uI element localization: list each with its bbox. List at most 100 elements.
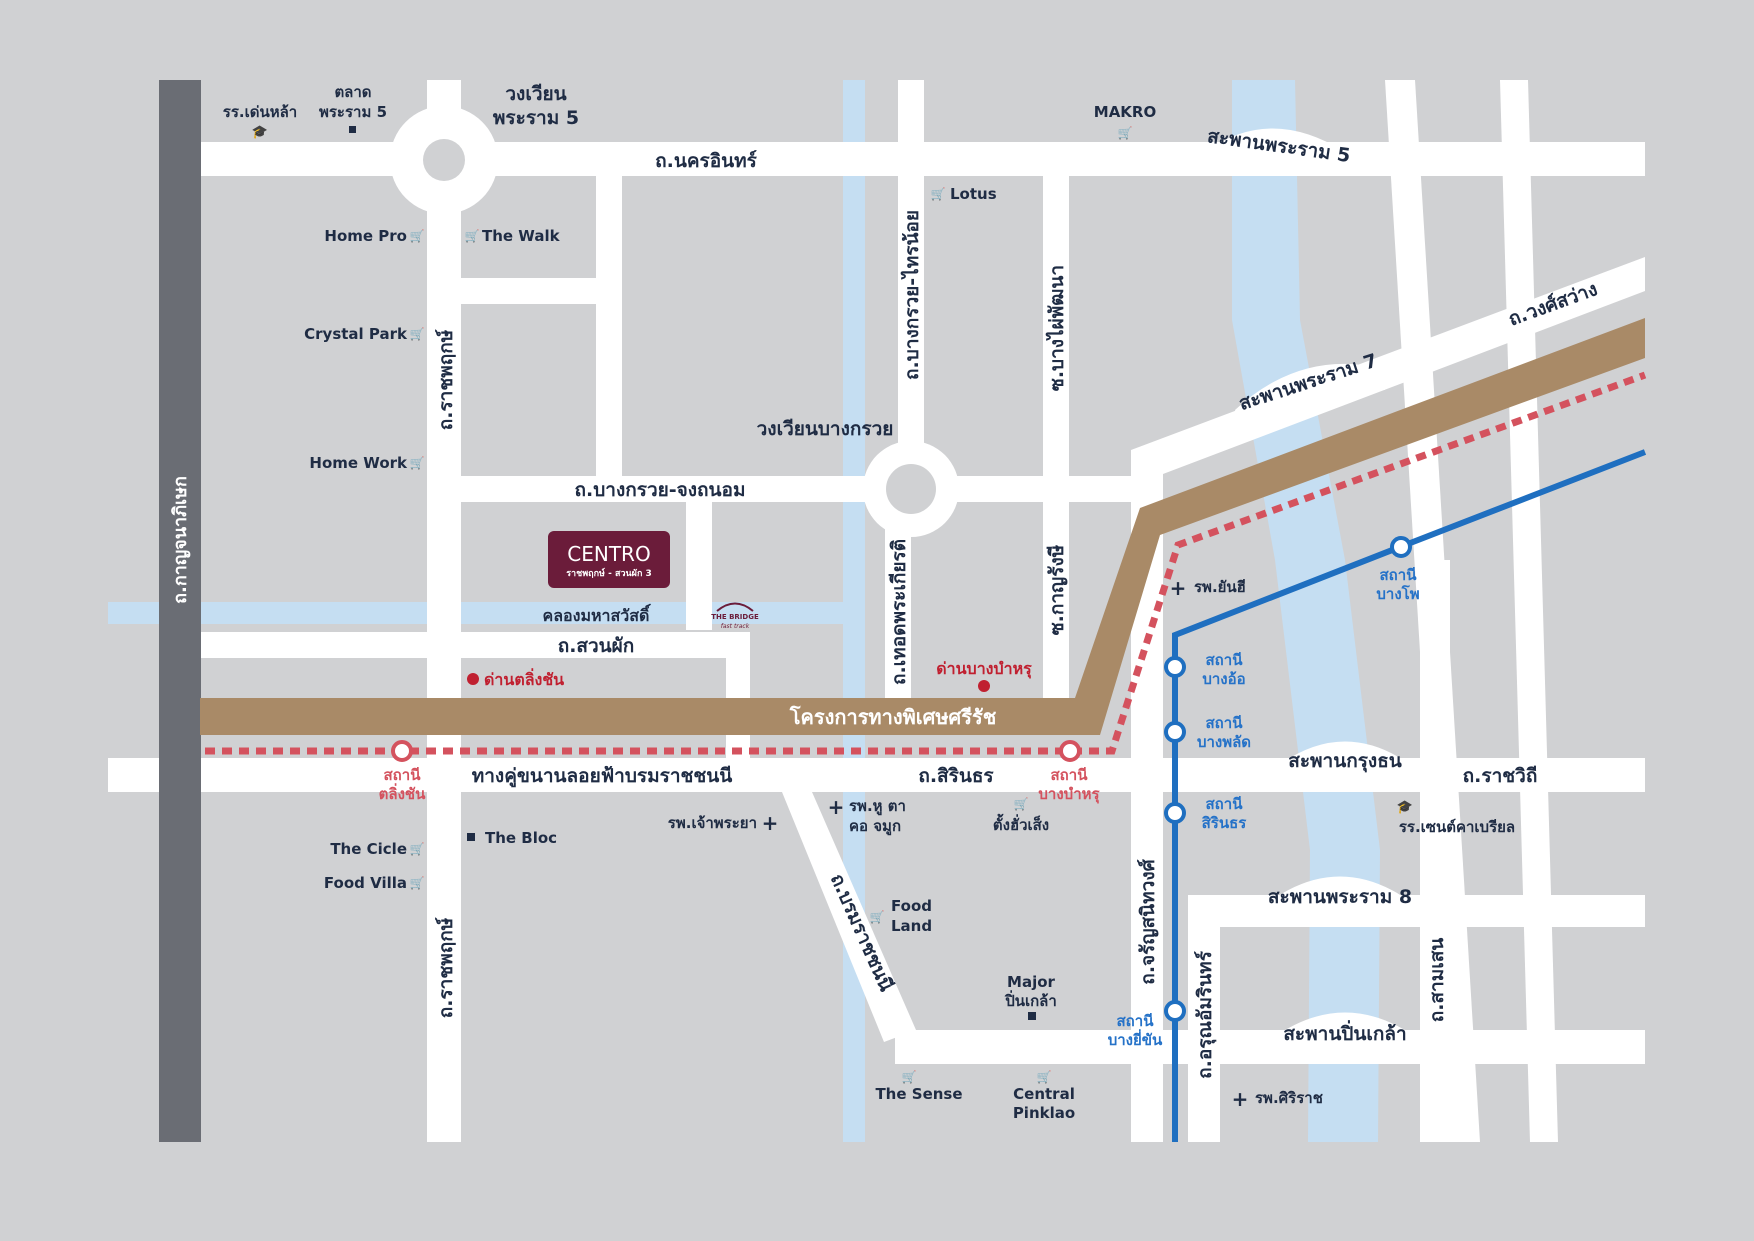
label-the-walk: The Walk [482, 227, 561, 245]
label-station-word-bang-bamru: สถานี [1051, 766, 1089, 784]
road-kanchanaphisek [159, 80, 201, 1142]
label-the-cicle: The Cicle [330, 840, 407, 858]
cart-icon-makro: 🛒 [1118, 126, 1133, 140]
label-crystal-park: Crystal Park [304, 325, 408, 343]
label-station-taling-chan: ตลิ่งชัน [379, 783, 426, 803]
label-school-den-la: รร.เด่นหล้า [223, 103, 297, 121]
bridge-pinklao-arc [1270, 1012, 1420, 1062]
label-lotus: Lotus [950, 185, 997, 203]
label-roundabout-rama5-1: วงเวียน [505, 83, 566, 105]
blue-line-route [1172, 449, 1647, 1142]
label-hosp-ent-1: รพ.หู ตา [849, 797, 906, 816]
station-marker-bang-yi-khan [1164, 1000, 1186, 1022]
station-marker-bang-bamru [1059, 740, 1081, 762]
cart-icon-central: 🛒 [1037, 1070, 1052, 1084]
places: 🎓 รร.เด่นหล้า ตลาด พระราม 5 MAKRO 🛒 🛒 Lo… [223, 83, 1515, 1122]
label-station-bang-o: บางอ้อ [1202, 670, 1245, 688]
label-expressway: โครงการทางพิเศษศรีรัช [789, 705, 997, 729]
label-station-bang-bamru: บางบำหรุ [1038, 785, 1100, 804]
school-icon-st-cabrini: 🎓 [1397, 800, 1413, 815]
road-sam-sen [1500, 80, 1558, 1142]
bridge-krungthon-arc [1275, 741, 1415, 792]
cart-icon-food-villa: 🛒 [410, 876, 425, 890]
bridge-logo-arch-icon [716, 602, 754, 612]
label-bridge-rama8: สะพานพระราม 8 [1268, 886, 1412, 908]
label-kanrangsi: ซ.กาญรังษี [1046, 544, 1068, 635]
label-talat-1: ตลาด [334, 83, 371, 101]
label-charan-sanitwong: ถ.จรัญสนิทวงศ์ [1137, 858, 1159, 984]
building-icon-major [1028, 1012, 1036, 1020]
school-icon-den-la: 🎓 [252, 125, 268, 140]
label-roundabout-rama5-2: พระราม 5 [493, 107, 579, 129]
label-hosp-yanhee: รพ.ยันฮี [1194, 578, 1246, 596]
label-station-bang-phlat: บางพลัด [1197, 733, 1251, 751]
road-side-2 [461, 278, 596, 304]
label-tollgate-taling-chan: ด่านตลิ่งชัน [484, 668, 564, 689]
bridge-rama7-arc [1235, 363, 1385, 432]
label-bang-phai-phatthana: ซ.บางไผ่พัฒนา [1045, 265, 1068, 391]
road-east-1 [1420, 560, 1450, 1142]
market-icon [349, 126, 356, 133]
road-bridge-access [686, 502, 712, 630]
label-ratchawithi: ถ.ราชวิถี [1463, 765, 1538, 787]
label-bridge-pinklao: สะพานปิ่นเกล้า [1283, 1020, 1406, 1045]
cart-icon-the-walk: 🛒 [465, 229, 480, 243]
label-major-2: ปิ่นเกล้า [1004, 990, 1057, 1010]
label-talat-2: พระราม 5 [319, 103, 387, 121]
label-hosp-siriraj: รพ.ศิริราช [1255, 1089, 1323, 1107]
label-bang-kruai-sai-noi: ถ.บางกรวย-ไทรน้อย [900, 210, 923, 380]
label-thet-phra-kiat: ถ.เทอดพระเกียรติ [888, 539, 910, 685]
station-marker-bang-pho [1390, 536, 1412, 558]
label-makro: MAKRO [1094, 103, 1156, 121]
bridge-logo-line1: THE BRIDGE [711, 613, 759, 621]
label-station-word-bang-o: สถานี [1206, 651, 1244, 669]
hospital-icon-chaophraya: + [762, 811, 779, 835]
centro-logo-sub: ราชพฤกษ์ - สวนผัก 3 [566, 567, 652, 579]
bridge-rama5-arc [1205, 128, 1345, 176]
centro-logo-box [548, 531, 670, 588]
road-bang-kruai-sai-noi [898, 80, 924, 490]
bridge-rama8-arc [1265, 876, 1415, 927]
label-station-word-taling-chan: สถานี [384, 766, 422, 784]
label-tang-hua-seng: ตั้งฮั่วเส็ง [993, 813, 1049, 834]
the-bridge-logo: THE BRIDGE fast track [711, 602, 759, 630]
cart-icon-home-work: 🛒 [410, 456, 425, 470]
road-suan-phak [200, 632, 738, 658]
station-labels: สถานี ตลิ่งชัน สถานี บางบำหรุ สถานี บางโ… [379, 566, 1420, 1049]
label-sam-sen: ถ.สามเสน [1426, 938, 1448, 1023]
road-borommaratchachonnani [782, 792, 916, 1042]
label-nakhon-in: ถ.นครอินทร์ [655, 150, 758, 172]
label-home-pro: Home Pro [324, 227, 407, 245]
cart-icon-lotus: 🛒 [931, 187, 946, 201]
label-kanchanaphisek: ถ.กาญจนาภิเษก [170, 476, 191, 604]
road-arun-amarin [1188, 895, 1220, 1142]
roundabout-rama5-center [423, 139, 465, 181]
chao-phraya-river [1232, 80, 1380, 1142]
cart-icon-crystal-park: 🛒 [410, 327, 425, 341]
label-central-1: Central [1013, 1085, 1075, 1103]
label-canal-maha-sawat: คลองมหาสวัสดิ์ [543, 604, 652, 625]
label-station-bang-pho: บางโพ [1376, 584, 1419, 603]
label-arun-amarin: ถ.อรุณอัมรินทร์ [1194, 950, 1217, 1079]
roads [108, 80, 1645, 1142]
hospital-icon-yanhee: + [1170, 576, 1187, 600]
label-the-bloc: The Bloc [485, 829, 557, 847]
road-side-1 [596, 176, 622, 484]
label-station-sirindhorn: สิรินธร [1202, 814, 1248, 832]
centro-logo-brand: CENTRO [567, 542, 650, 566]
station-marker-bang-phlat [1164, 721, 1186, 743]
label-suan-phak: ถ.สวนผัก [558, 635, 635, 657]
label-station-bang-yi-khan: บางยี่ขัน [1108, 1029, 1163, 1049]
label-bang-kruai-chong-thanom: ถ.บางกรวย-จงถนอม [575, 479, 746, 501]
centro-logo: CENTRO ราชพฤกษ์ - สวนผัก 3 [548, 531, 670, 588]
road-suan-phak-link [726, 632, 750, 760]
label-food-land-1: Food [891, 897, 932, 915]
label-home-work: Home Work [309, 454, 408, 472]
label-food-land-2: Land [891, 917, 932, 935]
roundabout-bang-kruai-center [886, 464, 936, 514]
bridge-logo-line2: fast track [721, 623, 750, 630]
label-station-word-sirindhorn: สถานี [1206, 795, 1244, 813]
label-the-sense: The Sense [875, 1085, 962, 1103]
label-station-word-bang-pho: สถานี [1380, 566, 1418, 584]
